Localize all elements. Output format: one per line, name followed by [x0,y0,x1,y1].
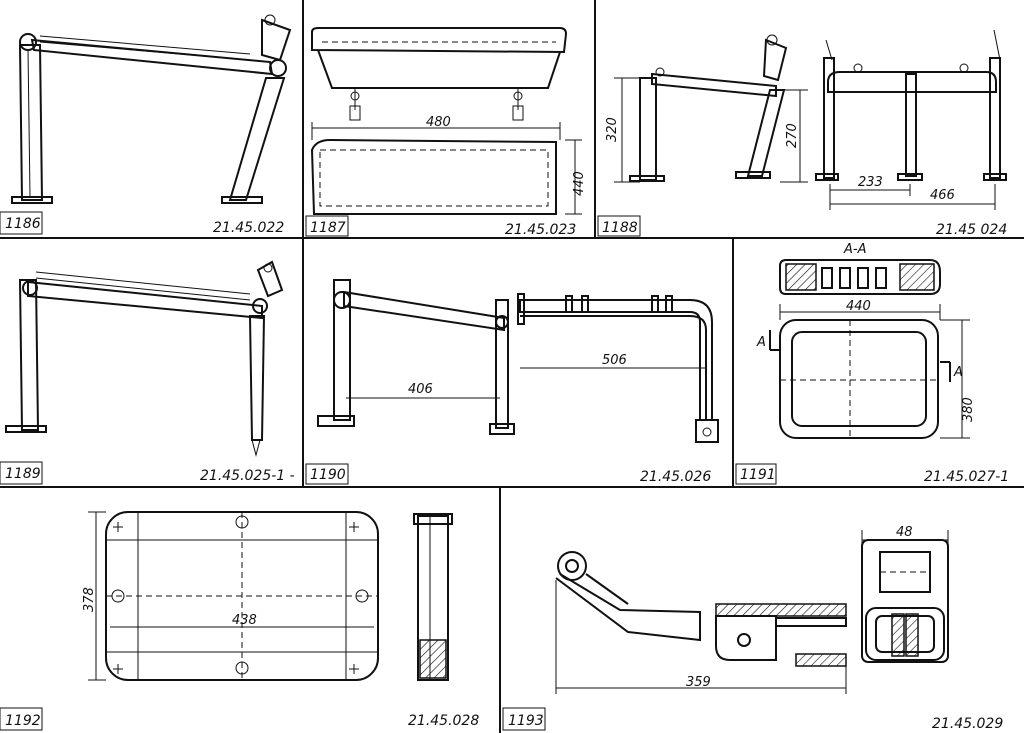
panel-code: 21.45.022 [213,220,284,236]
dim-1191-height: 380 [961,397,976,422]
panel-code: 21.45.025-1 - [200,468,295,484]
dim-1193-width: 359 [686,675,711,690]
panel-number: 1186 [5,216,41,232]
panel-label-1187: 1187 21.45.023 [305,215,576,238]
panel-number: 1187 [310,220,346,236]
panel-label-1189: 1189 21.45.025-1 - [0,461,295,485]
section-mark-a-left: A [756,335,766,350]
panel-number: 1192 [5,713,41,729]
drawing-1192 [88,511,453,681]
dim-1188-h2: 270 [785,123,800,148]
panel-label-1191: 1191 21.45.027-1 [735,463,1009,485]
panel-code: 21.45.027-1 [924,469,1009,485]
section-mark-a-right: A [953,365,963,380]
dim-1192-height: 378 [82,587,97,612]
panel-label-1193: 1193 21.45.029 [502,707,1003,732]
panel-number: 1191 [740,467,776,483]
panel-code: 21.45 024 [936,222,1007,238]
dim-1187-height: 440 [572,171,587,196]
panel-label-1188: 1188 21.45 024 [597,215,1007,238]
panel-label-1192: 1192 21.45.028 [0,707,479,731]
dim-1191-section: A-A [843,242,866,257]
panel-code: 21.45.026 [640,469,711,485]
dim-1188-h1: 320 [605,117,620,142]
dim-1190-b: 506 [602,353,627,368]
drawing-1193 [555,530,949,694]
drawing-1189 [5,260,284,457]
drawing-1188 [614,29,1007,210]
panel-label-1190: 1190 21.45.026 [305,463,711,485]
dim-1190-a: 406 [408,382,433,397]
panel-code: 21.45.028 [408,713,479,729]
panel-number: 1189 [5,466,41,482]
dim-1188-w1: 233 [858,175,883,190]
dim-1191-width: 440 [846,299,871,314]
dim-1188-w2: 466 [930,188,955,203]
dim-1192-width: 438 [232,613,257,628]
panel-number: 1190 [310,467,346,483]
panel-label-1186: 1186 21.45.022 [0,211,284,236]
dim-1187-width: 480 [426,115,451,130]
dim-1193-side: 48 [896,525,913,540]
panel-code: 21.45.029 [932,716,1003,732]
drawing-1191 [769,259,970,440]
panel-number: 1188 [602,220,638,236]
panel-number: 1193 [508,713,544,729]
drawing-1186 [11,14,292,204]
drawing-1190 [317,279,719,443]
drawing-1187 [310,27,582,215]
panel-code: 21.45.023 [505,222,576,238]
